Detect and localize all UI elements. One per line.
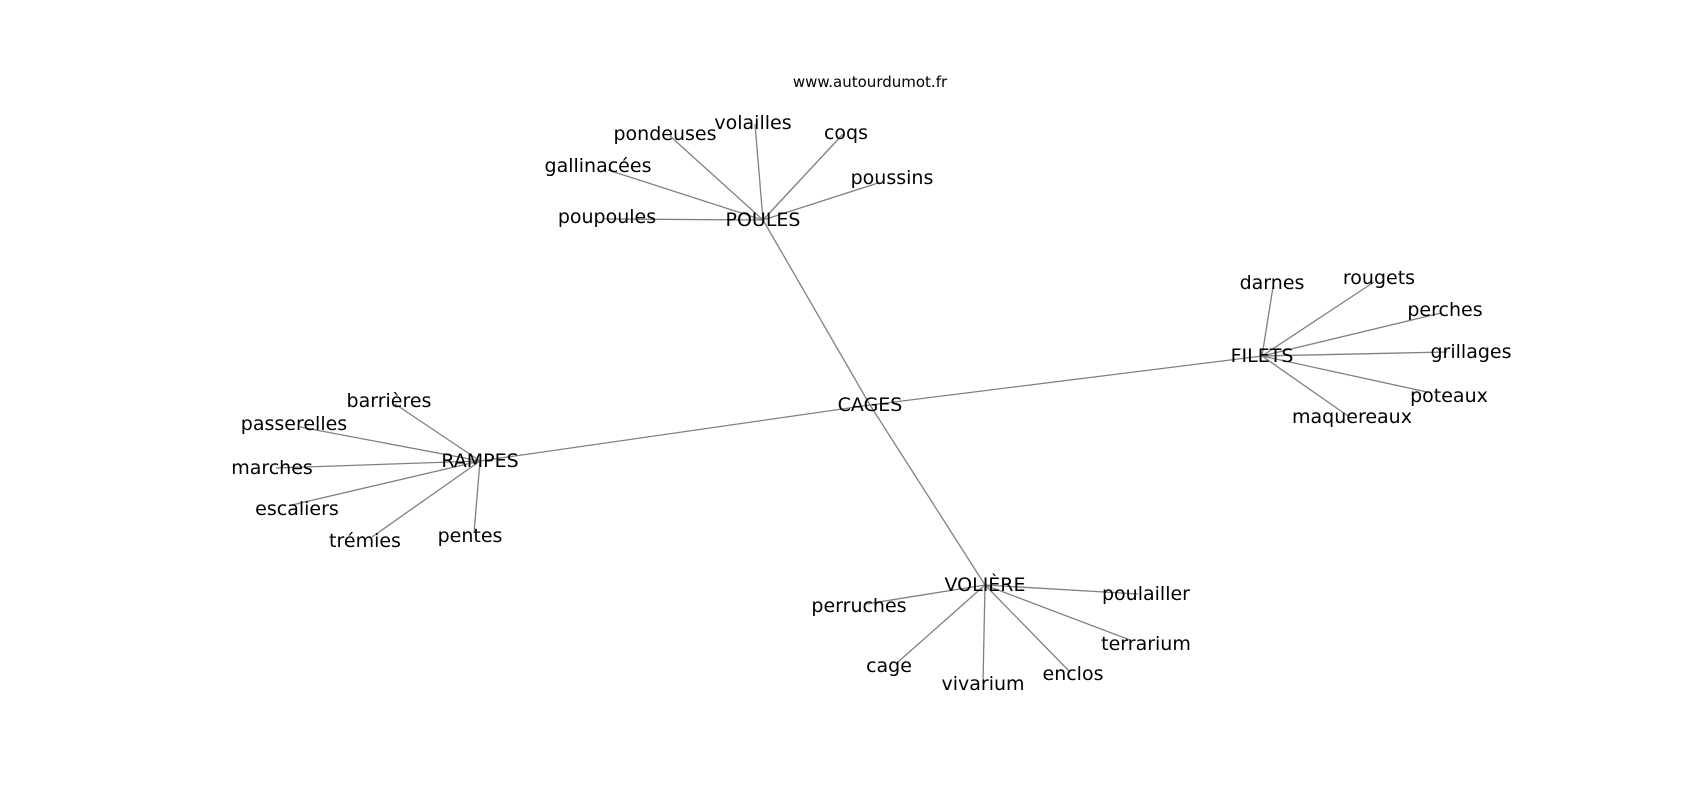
center-node-label: CAGES	[838, 394, 903, 416]
hub-node-label-filets: FILETS	[1231, 345, 1294, 367]
leaf-node-label: poussins	[851, 167, 934, 189]
edge-volière-leaf	[984, 584, 1139, 595]
leaf-node-label: rougets	[1343, 267, 1415, 289]
edge-center-rampes	[479, 404, 871, 462]
leaf-node-label: pondeuses	[613, 123, 716, 145]
edge-rampes-leaf	[275, 460, 481, 469]
edge-poules-leaf	[754, 123, 764, 221]
edge-rampes-leaf	[371, 460, 481, 538]
edge-poules-leaf	[762, 133, 844, 221]
leaf-node-label: maquereaux	[1292, 406, 1412, 428]
leaf-node-label: passerelles	[241, 413, 347, 435]
leaf-node-label: terrarium	[1101, 633, 1191, 655]
edge-poules-leaf	[607, 169, 764, 221]
leaf-node-label: gallinacées	[545, 155, 652, 177]
leaf-node-label: darnes	[1240, 272, 1305, 294]
edge-poules-leaf	[762, 182, 879, 221]
leaf-node-label: perches	[1407, 299, 1482, 321]
edge-poules-leaf	[604, 218, 764, 221]
leaf-node-label: poupoules	[558, 206, 656, 228]
edge-rampes-leaf	[291, 460, 481, 506]
edge-filets-leaf	[1261, 281, 1375, 357]
edge-filets-leaf	[1261, 355, 1428, 393]
hub-node-label-volière: VOLIÈRE	[944, 573, 1025, 596]
edge-filets-leaf	[1261, 351, 1448, 357]
source-label: www.autourdumot.fr	[793, 73, 948, 91]
hub-node-label-poules: POULES	[726, 209, 801, 231]
edge-center-volière	[869, 404, 986, 586]
leaf-node-label: escaliers	[255, 498, 339, 520]
edge-poules-leaf	[669, 135, 764, 221]
edge-rampes-leaf	[299, 426, 481, 462]
leaf-node-label: trémies	[329, 530, 401, 552]
leaf-node-label: enclos	[1043, 663, 1104, 685]
edge-volière-leaf	[865, 584, 986, 605]
leaf-node-label: coqs	[824, 122, 868, 144]
edge-volière-leaf	[984, 584, 1131, 641]
edge-rampes-leaf	[394, 403, 481, 462]
leaf-node-label: volailles	[714, 112, 791, 134]
leaf-node-label: perruches	[811, 595, 906, 617]
edge-volière-leaf	[982, 584, 986, 684]
leaf-node-label: pentes	[438, 525, 503, 547]
leaf-node-label: barrières	[347, 390, 432, 412]
edge-filets-leaf	[1261, 286, 1274, 357]
leaf-node-label: poteaux	[1410, 385, 1488, 407]
leaf-node-label: cage	[866, 655, 912, 677]
edges-layer	[275, 123, 1448, 684]
leaf-node-label: marches	[231, 457, 313, 479]
edge-center-poules	[762, 219, 871, 406]
edge-center-filets	[869, 355, 1263, 406]
edge-volière-leaf	[897, 584, 986, 663]
edge-filets-leaf	[1261, 355, 1349, 417]
leaf-node-label: grillages	[1430, 341, 1511, 363]
edge-rampes-leaf	[473, 460, 481, 534]
edge-filets-leaf	[1261, 312, 1442, 357]
leaf-node-label: poulailler	[1102, 583, 1190, 605]
hub-node-label-rampes: RAMPES	[441, 450, 518, 472]
edge-volière-leaf	[984, 584, 1071, 673]
leaf-node-label: vivarium	[941, 673, 1024, 695]
